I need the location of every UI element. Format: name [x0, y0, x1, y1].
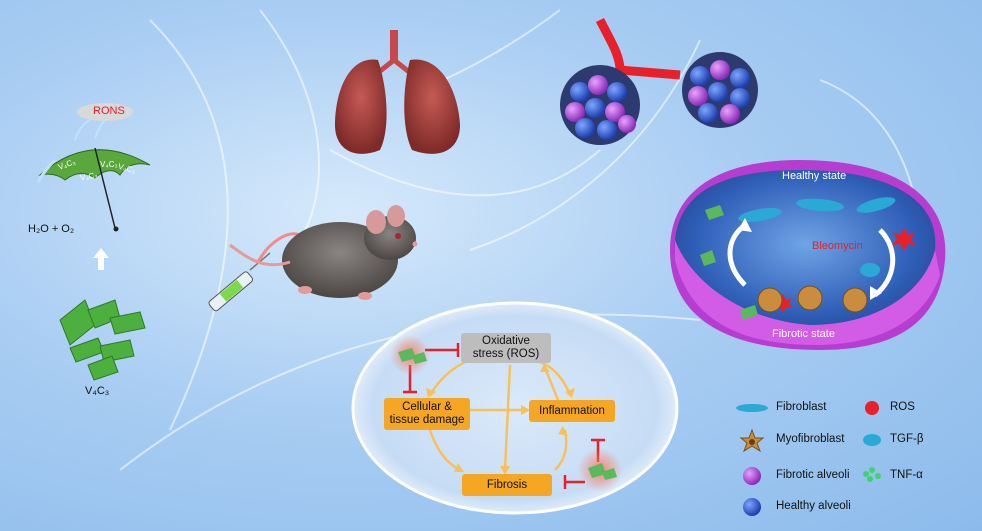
fibrosis-box: Fibrosis [462, 474, 552, 496]
inflammation-box: Inflammation [529, 400, 615, 422]
legend-label-tnf-alpha: TNF-α [890, 469, 923, 481]
up-arrow-icon [93, 248, 109, 270]
mouse-icon [229, 205, 418, 300]
tnf-alpha-icon [863, 467, 881, 482]
myofibroblast-icon [739, 428, 765, 453]
nanosheet-icon [588, 463, 617, 480]
healthy-state-label: Healthy state [782, 170, 847, 182]
bleomycin-label: Bleomycin [812, 240, 863, 252]
nanosheet-icon [398, 348, 427, 364]
rons-label: RONS [93, 105, 125, 117]
lungs-icon [335, 30, 460, 154]
legend-label-tgf-beta: TGF-β [890, 433, 924, 445]
legend-label-myofibroblast: Myofibroblast [776, 433, 845, 445]
cellular-damage-box: Cellular & tissue damage [384, 398, 470, 430]
fibrotic-state-label: Fibrotic state [772, 328, 835, 340]
product-label: H₂O + O₂ [28, 223, 75, 235]
tissue-section [670, 160, 946, 350]
legend-label-ros: ROS [890, 401, 915, 413]
umbrella-icon [36, 103, 151, 232]
ros-icon [865, 401, 879, 415]
healthy-alveoli-icon [743, 498, 761, 516]
tgf-beta-icon [863, 434, 881, 446]
oxidative-stress-box: Oxidative stress (ROS) [461, 333, 551, 363]
syringe-icon [208, 232, 301, 312]
fibrotic-alveoli-icon [743, 467, 761, 485]
nanosheet-icon [59, 299, 146, 381]
fibroblast-icon [736, 404, 768, 412]
cycle-arrowheads [426, 364, 575, 475]
legend-label-fibrotic-alveoli: Fibrotic alveoli [776, 469, 850, 481]
legend-label-healthy-alveoli: Healthy alveoli [776, 500, 851, 512]
legend-icons [736, 401, 881, 516]
umbrella-label-3: V₄C₃ [100, 160, 118, 169]
alveoli-cluster-icon [560, 17, 758, 145]
nanosheet-label: V₄C₃ [85, 385, 110, 397]
legend-label-fibroblast: Fibroblast [776, 401, 827, 413]
